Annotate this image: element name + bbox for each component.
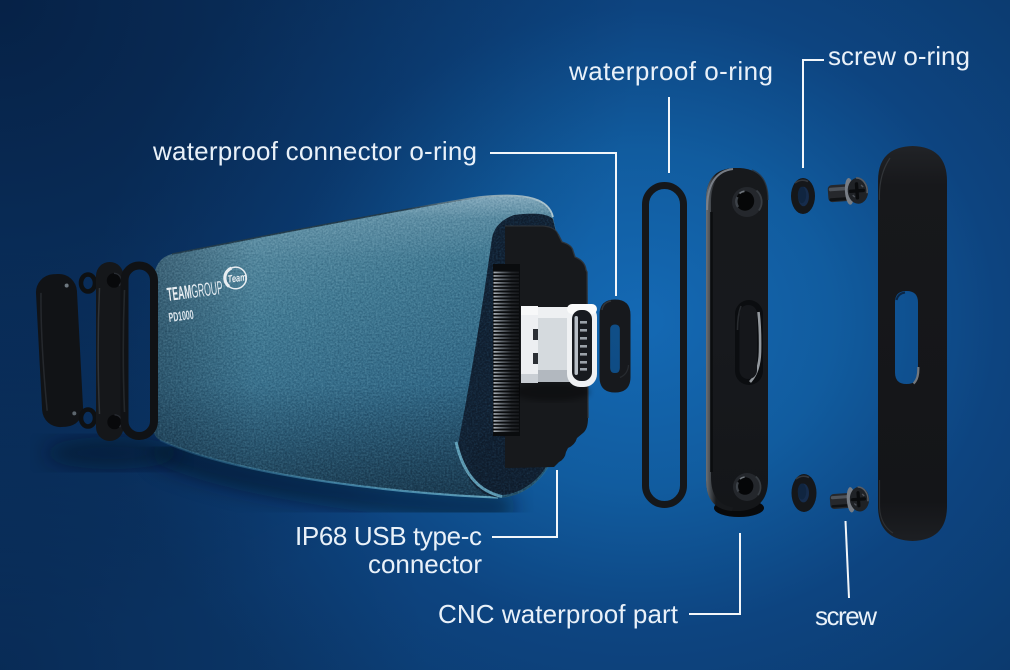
svg-text:CNC waterproof part: CNC waterproof part — [438, 599, 679, 629]
svg-text:screw o-ring: screw o-ring — [828, 41, 970, 71]
svg-text:waterproof o-ring: waterproof o-ring — [568, 56, 773, 86]
svg-text:screw: screw — [815, 601, 877, 631]
svg-text:PD1000: PD1000 — [168, 307, 195, 325]
svg-text:waterproof connector o-ring: waterproof connector o-ring — [152, 136, 477, 166]
svg-text:IP68 USB type-c: IP68 USB type-c — [295, 521, 482, 551]
svg-text:Team: Team — [227, 271, 247, 285]
svg-text:connector: connector — [368, 549, 482, 579]
